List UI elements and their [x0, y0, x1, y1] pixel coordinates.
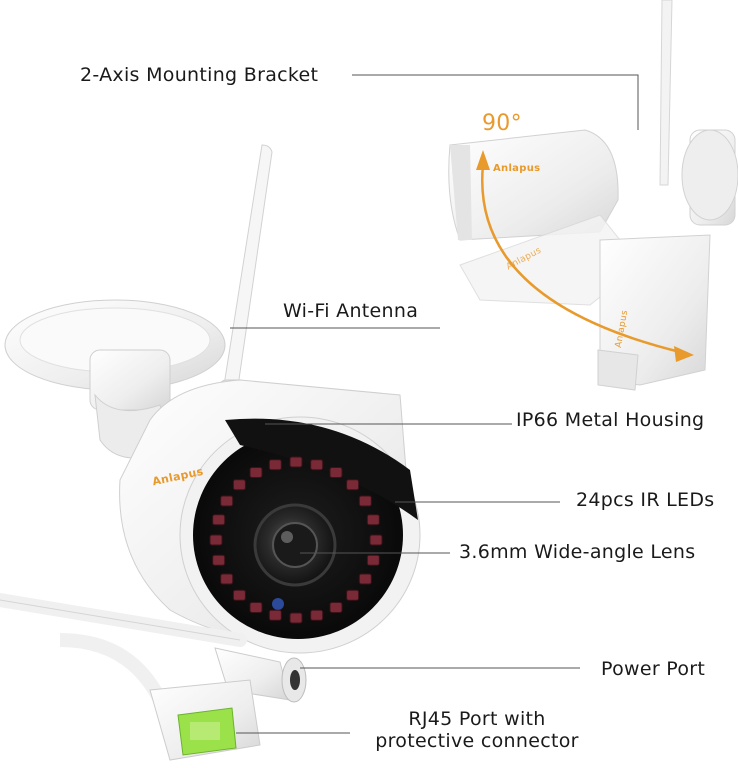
- ir-led: [329, 467, 343, 478]
- power-cable: [0, 593, 307, 703]
- ir-led: [220, 495, 234, 507]
- ir-led: [268, 459, 282, 471]
- callout-lens: 3.6mm Wide-angle Lens: [459, 541, 696, 563]
- rotation-arc: [476, 150, 694, 362]
- ir-led: [346, 479, 360, 491]
- ir-led: [268, 609, 282, 621]
- callout-mounting-bracket: 2-Axis Mounting Bracket: [80, 64, 319, 86]
- ir-led: [212, 514, 226, 526]
- rotated-camera-ghost: [448, 0, 738, 391]
- antenna-main: [219, 144, 273, 421]
- ir-led: [346, 589, 360, 601]
- brand-logo-upper: Anlapus: [493, 163, 541, 174]
- ir-led: [369, 534, 383, 546]
- callout-lines: [230, 74, 639, 734]
- callout-rj45: RJ45 Port with protective connector: [352, 708, 602, 752]
- callout-rj45-line1: RJ45 Port with: [408, 708, 546, 730]
- ir-led: [329, 602, 343, 613]
- callout-ir-leds: 24pcs IR LEDs: [576, 489, 715, 511]
- ir-led: [209, 534, 223, 546]
- ir-led: [358, 495, 372, 507]
- ir-led: [232, 479, 246, 491]
- ir-led: [220, 573, 234, 585]
- ir-led: [366, 514, 380, 526]
- rotation-label: 90°: [482, 111, 522, 136]
- callout-power-port: Power Port: [601, 658, 706, 680]
- callout-rj45-line2: protective connector: [375, 730, 579, 752]
- ir-led: [212, 554, 226, 566]
- callout-wifi-antenna: Wi-Fi Antenna: [283, 300, 419, 322]
- ir-led: [289, 612, 303, 624]
- ir-led: [249, 467, 263, 478]
- ir-led: [249, 602, 263, 613]
- rj45-connector: [59, 633, 261, 761]
- wall-mount: [4, 299, 226, 459]
- ir-led: [366, 554, 380, 566]
- ir-led: [232, 589, 246, 601]
- ir-led: [358, 573, 372, 585]
- ir-led: [310, 459, 324, 471]
- ir-led-array: [209, 456, 383, 624]
- ir-led: [310, 609, 324, 621]
- callout-housing: IP66 Metal Housing: [516, 409, 705, 431]
- ir-led: [289, 456, 303, 468]
